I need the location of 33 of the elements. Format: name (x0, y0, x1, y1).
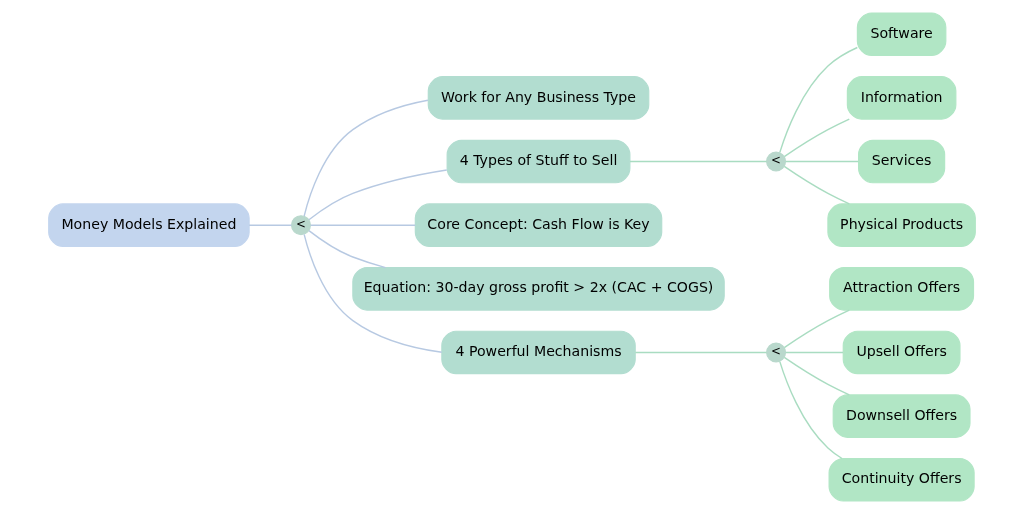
node-box: 4 Powerful Mechanisms (441, 330, 636, 375)
connector (779, 46, 858, 154)
connector (634, 351, 768, 354)
connector (785, 351, 844, 354)
node-box: Work for Any Business Type (427, 76, 650, 120)
node-box: Money Models Explained (48, 203, 250, 247)
connector (783, 118, 850, 158)
connector (779, 360, 843, 460)
node-box: Attraction Offers (829, 267, 975, 311)
node-box: 4 Types of Stuff to Sell (446, 139, 631, 184)
node-circle: < (766, 151, 787, 172)
node-box: Software (856, 12, 947, 56)
connector (248, 224, 293, 226)
connector (308, 169, 448, 221)
connector (783, 165, 850, 205)
node-box: Equation: 30-day gross profit > 2x (CAC + COGS) (352, 267, 725, 311)
connector (309, 224, 416, 226)
connector (308, 229, 387, 269)
connector (785, 160, 859, 163)
node-box: Downsell Offers (832, 394, 971, 438)
connector (629, 160, 768, 163)
connector (783, 356, 850, 396)
connector (783, 309, 850, 349)
node-circle: < (290, 215, 311, 236)
connector (303, 233, 443, 353)
node-box: Continuity Offers (828, 458, 975, 502)
node-box: Upsell Offers (842, 330, 961, 375)
node-circle: < (766, 342, 787, 363)
node-box: Core Concept: Cash Flow is Key (414, 203, 663, 247)
node-box: Services (858, 139, 946, 184)
node-box: Information (846, 76, 957, 120)
connector (303, 99, 429, 217)
node-box: Physical Products (827, 203, 976, 247)
